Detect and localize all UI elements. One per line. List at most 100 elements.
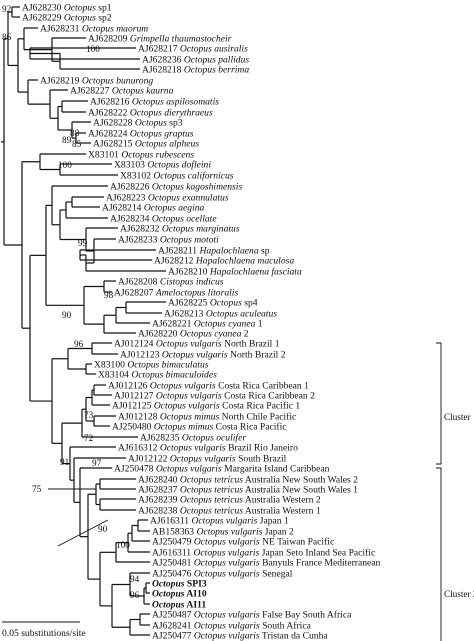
taxon-species: Octopus mimus — [160, 412, 220, 423]
taxon-label-t2: AJ628231 Octopus maorum — [40, 24, 148, 35]
taxon-species: Octopus vulgaris — [194, 621, 260, 632]
support-value: 86 — [2, 32, 12, 42]
taxon-accession: AJ628223 — [106, 193, 148, 204]
taxon-accession: AJ628213 — [164, 309, 206, 320]
taxon-accession: AJ628231 — [40, 24, 82, 35]
taxon-accession: X83103 — [114, 160, 147, 171]
taxon-label-t54: AJ250476 Octopus vulgaris Senegal — [152, 569, 293, 580]
taxon-species: Octopus vulgaris — [194, 537, 260, 548]
taxon-suffix: Japan Seto Inland Sea Pacific — [259, 548, 375, 559]
taxon-species: Octopus vulgaris — [156, 464, 222, 475]
taxon-suffix: 2 — [241, 329, 248, 340]
taxon-suffix: Japan 1 — [257, 516, 289, 527]
taxon-label-t21: AJ628232 Octopus marginatus — [120, 224, 240, 235]
taxon-label-t3: AJ628209 Grimpella thaumastocheir — [88, 34, 232, 45]
taxon-species: Octopus vulgaris — [194, 558, 260, 569]
taxon-species: Octopus vulgaris — [194, 631, 260, 641]
taxon-suffix: AI10 — [185, 589, 207, 600]
support-value: 88 — [70, 128, 80, 138]
cluster-1-bracket — [436, 342, 442, 465]
taxon-suffix: sp4 — [242, 298, 258, 309]
taxon-accession: AJ012128 — [118, 412, 160, 423]
taxon-species: Octopus aspilosomatis — [132, 97, 219, 108]
taxon-label-t6: AJ628218 Octopus berrima — [142, 65, 249, 76]
taxon-accession: AJ250487 — [152, 610, 194, 621]
taxon-accession: AJ628241 — [152, 621, 194, 632]
taxon-species: Hapalochlaena fasciata — [209, 267, 302, 278]
taxon-suffix: Australia New South Wales 2 — [243, 475, 358, 486]
taxon-species: Grimpella thaumastocheir — [130, 34, 232, 45]
taxon-label-t11: AJ628228 Octopus sp3 — [93, 118, 183, 129]
taxon-label-t14: X83101 Octopus rubescens — [88, 150, 194, 161]
taxon-label-t35: X83104 Octopus bimaculoides — [98, 370, 217, 381]
taxon-label-t39: AJ012128 Octopus mimus North Chile Pacif… — [118, 412, 296, 423]
support-value: 72 — [84, 433, 94, 443]
taxon-species: Octopus vulgaris — [160, 443, 226, 454]
taxon-accession: AJ628209 — [88, 34, 130, 45]
taxon-label-t59: AJ628241 Octopus vulgaris South Africa — [152, 621, 312, 632]
taxon-accession: AJ628232 — [120, 224, 162, 235]
taxon-label-t38: AJ012125 Octopus vulgaris Costa Rica Pac… — [112, 401, 300, 412]
taxon-label-t42: AJ616312 Octopus vulgaris Brazil Rio Jan… — [118, 443, 298, 454]
taxon-accession: AJ628214 — [102, 203, 144, 214]
taxon-species: Hapalochlaena maculosa — [195, 256, 295, 267]
taxon-label-t19: AJ628214 Octopus aegina — [102, 203, 205, 214]
taxon-accession: AJ628230 — [22, 3, 64, 14]
support-value: 100 — [86, 44, 100, 54]
taxon-suffix: South Africa — [260, 621, 312, 632]
taxon-label-t29: AJ628213 Octopus aculeatus — [164, 309, 277, 320]
taxon-label-t31: AJ628220 Octopus cyanea 2 — [138, 329, 249, 340]
taxon-species: Octopus alpheus — [135, 139, 199, 150]
taxon-accession: AJ250478 — [114, 464, 156, 475]
support-value: 100 — [116, 540, 130, 550]
taxon-label-t33: AJ012123 Octopus vulgaris North Brazil 2 — [120, 350, 286, 361]
taxon-accession: AJ250481 — [152, 558, 194, 569]
taxon-species: Octopus vulgaris — [154, 401, 220, 412]
taxon-label-t1: AJ628229 Octopus sp2 — [22, 13, 112, 24]
taxon-species: Octopus bimaculatus — [127, 360, 209, 371]
taxon-species: Octopus vulgaris — [170, 454, 236, 465]
cluster-2-bracket — [436, 467, 442, 641]
taxon-species: Octopus — [152, 579, 185, 590]
taxon-accession: AJ628225 — [168, 298, 210, 309]
taxon-label-t5: AJ628236 Octopus pallidus — [142, 55, 249, 66]
taxon-label-t58: AJ250487 Octopus vulgaris False Bay Sout… — [152, 610, 352, 621]
support-value: 89 — [62, 135, 72, 145]
taxon-label-t44: AJ250478 Octopus vulgaris Margarita Isla… — [114, 464, 330, 475]
taxon-accession: AJ628233 — [118, 235, 160, 246]
taxon-label-t40: AJ250480 Octopus mimus Costa Rica Pacifi… — [112, 422, 287, 433]
taxon-species: Octopus berrima — [184, 65, 249, 76]
taxon-label-t15: X83103 Octopus dofleini — [114, 160, 211, 171]
taxon-species: Octopus pallidus — [184, 55, 250, 66]
support-value: 73 — [84, 410, 94, 420]
taxon-accession: AJ250477 — [152, 631, 194, 641]
taxon-suffix: Senegal — [260, 569, 293, 580]
taxon-accession: AJ012127 — [114, 391, 156, 402]
taxon-accession: AJ616311 — [152, 548, 194, 559]
taxon-label-t32: AJ012124 Octopus vulgaris North Brazil 1 — [114, 339, 280, 350]
taxon-accession: AJ012125 — [112, 401, 154, 412]
taxon-label-t57: Octopus AI11 — [152, 600, 206, 611]
taxon-species: Octopus vulgaris — [156, 339, 222, 350]
taxon-accession: AJ012126 — [108, 381, 150, 392]
taxon-accession: X83101 — [88, 150, 121, 161]
taxon-label-t28: AJ628225 Octopus sp4 — [168, 298, 258, 309]
taxon-species: Octopus vulgaris — [194, 610, 260, 621]
taxon-label-t53: AJ250481 Octopus vulgaris Banyuls France… — [152, 558, 381, 569]
taxon-suffix: False Bay South Africa — [260, 610, 352, 621]
taxon-accession: AJ628221 — [152, 319, 194, 330]
taxon-species: Octopus graptus — [130, 129, 194, 140]
taxon-label-t0: AJ628230 Octopus sp1 — [22, 3, 112, 14]
taxon-accession: AJ628229 — [22, 13, 64, 24]
taxon-suffix: sp1 — [96, 3, 112, 14]
taxon-label-t41: AJ628235 Octopus oculifer — [140, 433, 246, 444]
taxon-label-t37: AJ012127 Octopus vulgaris Costa Rica Car… — [114, 391, 315, 402]
taxon-species: Octopus vulgaris — [162, 350, 228, 361]
taxon-species: Octopus vulgaris — [197, 527, 263, 538]
taxon-accession: AJ628219 — [40, 76, 82, 87]
taxon-label-t24: AJ628212 Hapalochlaena maculosa — [154, 256, 294, 267]
taxon-label-t45: AJ628240 Octopus tetricus Australia New … — [138, 475, 358, 486]
support-value: 92 — [2, 4, 12, 14]
support-values: 9286100898885100999890967372979175901009… — [2, 4, 140, 600]
